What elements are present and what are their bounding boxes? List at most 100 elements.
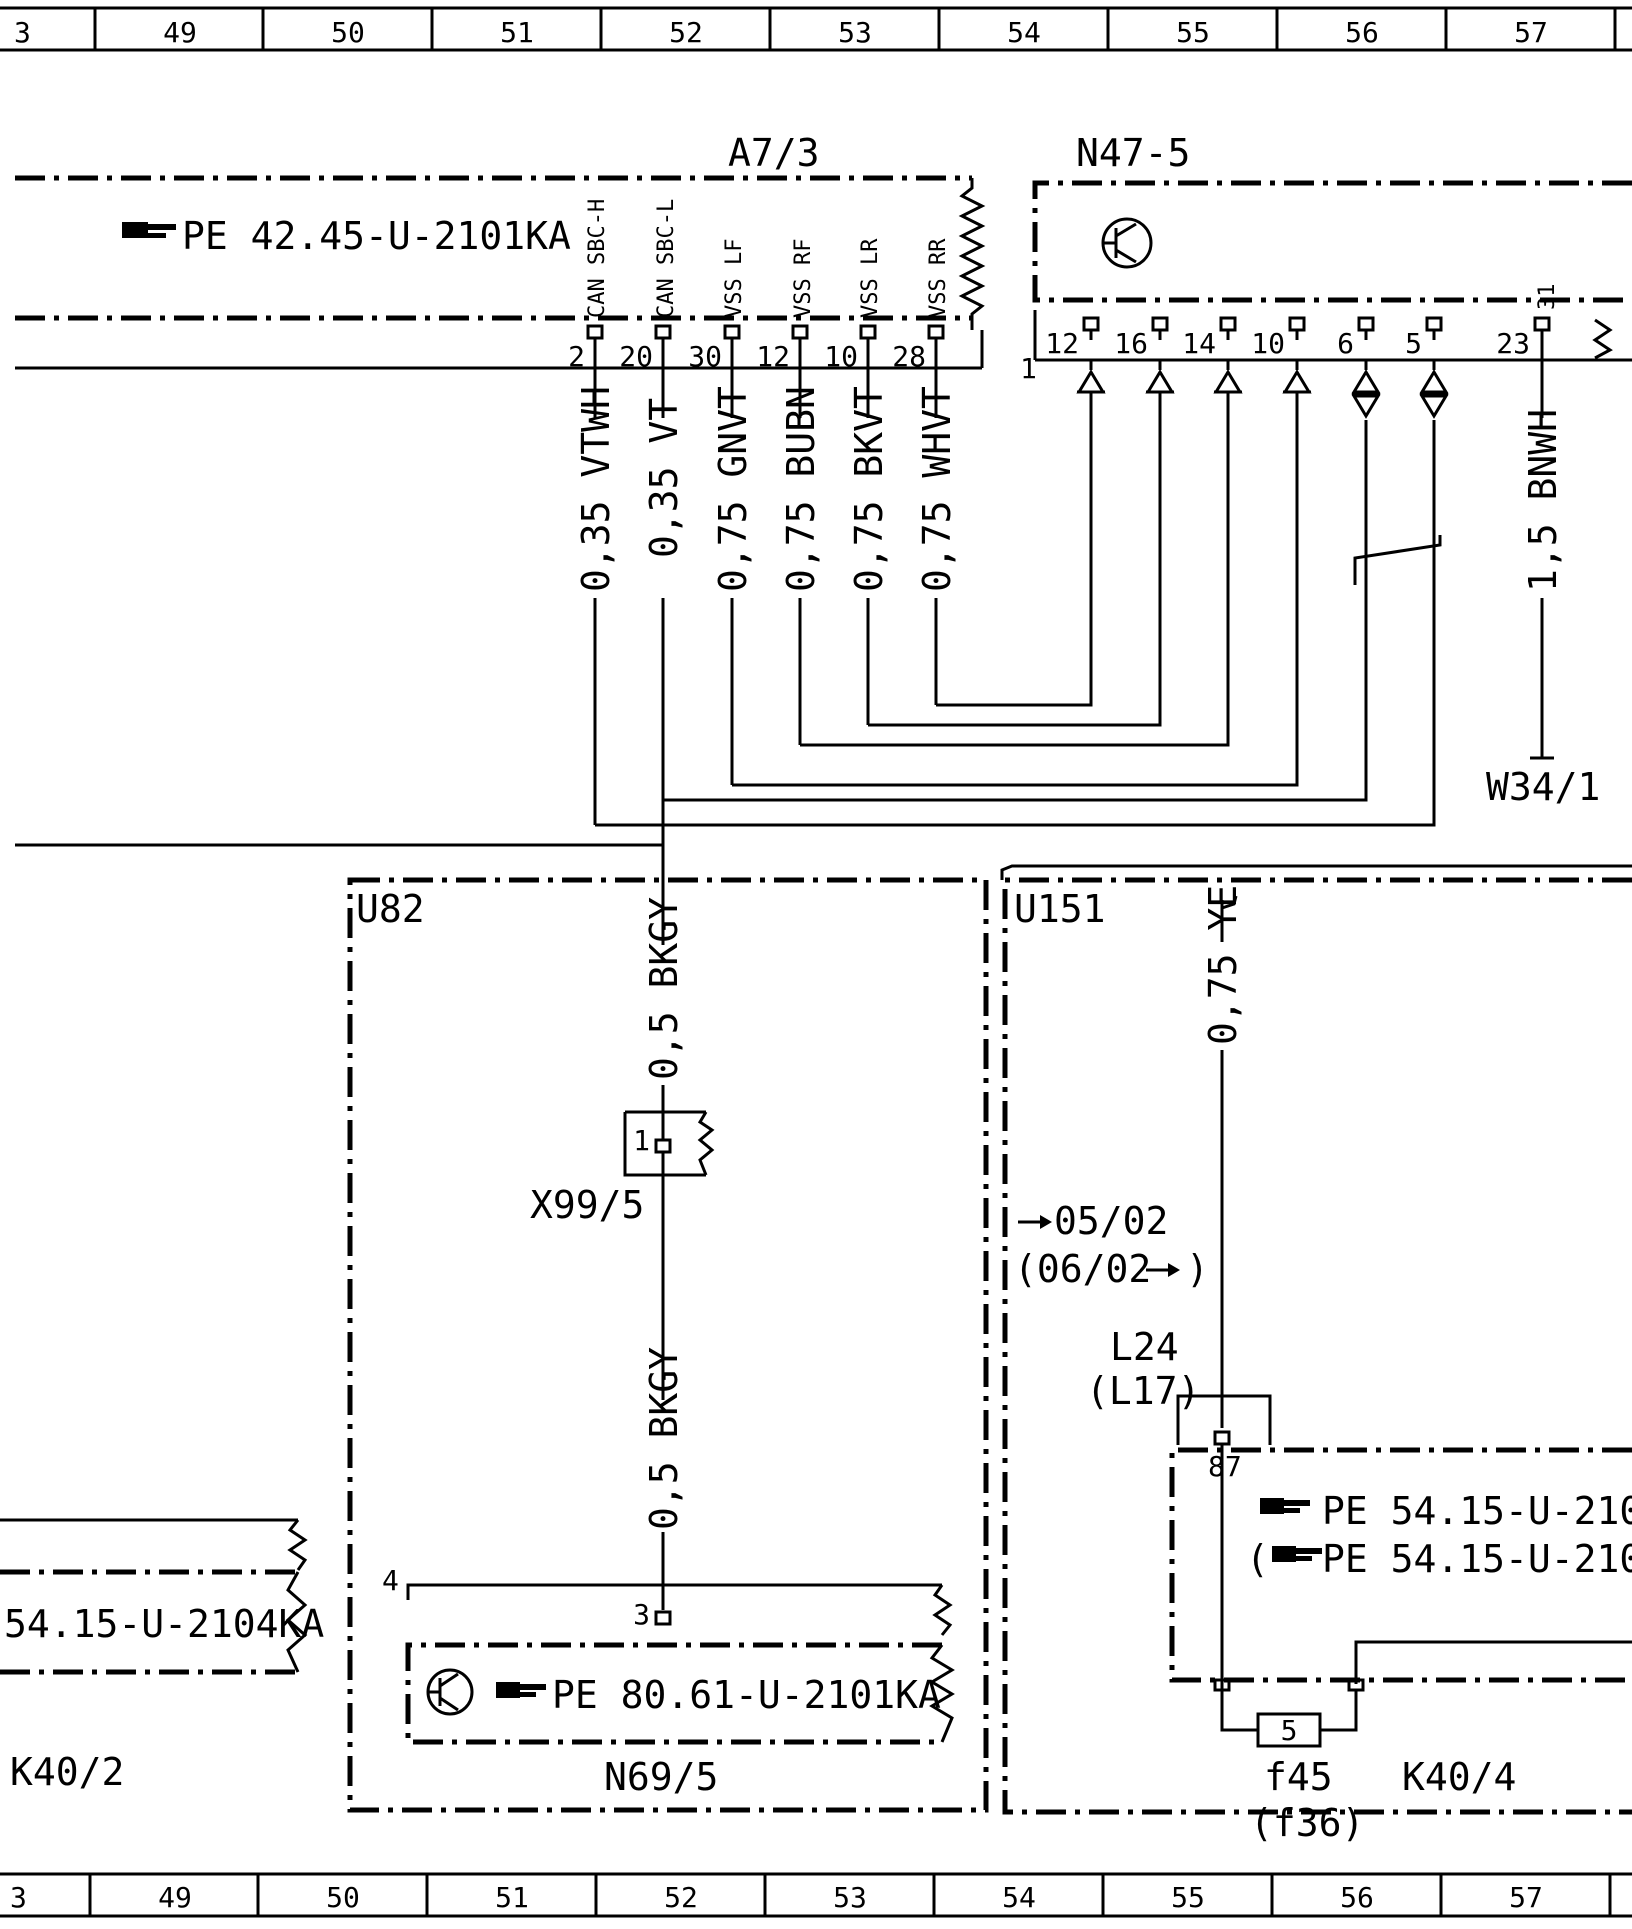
n47-5-break-mark bbox=[1592, 318, 1613, 360]
ruler-cell-49: 49 bbox=[158, 1881, 192, 1914]
a7-3-pin-2: 2 bbox=[568, 340, 585, 373]
a7-3-label: A7/3 bbox=[728, 131, 820, 175]
u151-label: U151 bbox=[1014, 887, 1106, 931]
ruler-cell-57: 57 bbox=[1509, 1881, 1543, 1914]
n69-5-control-unit: 4 3 PE 80.61-U-2101KA N69/5 bbox=[382, 1564, 955, 1799]
input-arrow-icons bbox=[1076, 360, 1312, 394]
ruler-cell-partial: 3 bbox=[14, 16, 31, 49]
n47-5-pin-14: 14 bbox=[1182, 327, 1216, 360]
ruler-cell-51: 51 bbox=[500, 16, 534, 49]
a7-3-pin-label-can-sbc-h: CAN SBC-H bbox=[585, 199, 610, 318]
n47-5-pin-10: 10 bbox=[1251, 327, 1285, 360]
pointing-hand-icon bbox=[1272, 1546, 1322, 1562]
x99-5-pin-1: 1 bbox=[633, 1124, 650, 1157]
a7-3-pin-10: 10 bbox=[824, 340, 858, 373]
a7-3-wires: 0,35 VTWH 0,35 VT 0,75 GNVT 0,75 BUBN 0,… bbox=[15, 348, 1442, 880]
k40-2-reference: 54.15-U-2104KA bbox=[4, 1602, 324, 1646]
n47-5-pin-6: 6 bbox=[1337, 327, 1354, 360]
a7-3-pin-label-can-sbc-l: CAN SBC-L bbox=[654, 199, 679, 318]
n69-5-pin-3: 3 bbox=[633, 1598, 650, 1631]
a7-3-reference: PE 42.45-U-2101KA bbox=[182, 214, 571, 258]
u151-zone: U151 0,75 YE 05/02 (06/02 ) L24 (L17) 87 bbox=[1000, 864, 1632, 1845]
wire-label-vt: 0,35 VT bbox=[642, 398, 686, 558]
x99-5-label: X99/5 bbox=[530, 1183, 644, 1227]
ruler-cell-55: 55 bbox=[1176, 16, 1210, 49]
ruler-cell-54: 54 bbox=[1002, 1881, 1036, 1914]
bottom-ruler: 3 49 50 51 52 53 54 55 56 57 bbox=[0, 1872, 1632, 1918]
n47-5-pin-31: 31 bbox=[1535, 284, 1560, 311]
wire-label-gnvt: 0,75 GNVT bbox=[711, 386, 755, 592]
n47-5-pin-16: 16 bbox=[1114, 327, 1148, 360]
pointing-hand-icon bbox=[1260, 1498, 1310, 1514]
wire-label-ye: 0,75 YE bbox=[1201, 885, 1245, 1045]
f45-fuse: 5 f45 (f36) bbox=[1220, 1690, 1364, 1845]
ruler-cell-52: 52 bbox=[664, 1881, 698, 1914]
top-ruler: 3 49 50 51 52 53 54 55 56 57 bbox=[0, 6, 1632, 52]
transistor-icon bbox=[1101, 217, 1153, 269]
f36-label: (f36) bbox=[1250, 1801, 1364, 1845]
a7-3-pin-28: 28 bbox=[892, 340, 926, 373]
u82-label: U82 bbox=[356, 887, 425, 931]
f45-label: f45 bbox=[1264, 1755, 1333, 1799]
a7-3-pin-12: 12 bbox=[756, 340, 790, 373]
a7-3-pin-label-vss-rr: VSS RR bbox=[926, 238, 951, 318]
f45-fuse-value: 5 bbox=[1281, 1714, 1298, 1747]
a7-3-break-mark bbox=[958, 178, 986, 330]
a7-3-pin-label-vss-lf: VSS LF bbox=[722, 239, 747, 318]
ruler-cell-54: 54 bbox=[1007, 16, 1041, 49]
k40-4-label: K40/4 bbox=[1402, 1755, 1516, 1799]
ruler-cell-57: 57 bbox=[1514, 16, 1548, 49]
n69-5-pin-outer-4: 4 bbox=[382, 1564, 399, 1597]
a7-3-pin-30: 30 bbox=[688, 340, 722, 373]
a7-3-control-unit: A7/3 PE 42.45-U-2101KA CAN SBC-H CAN SBC… bbox=[15, 131, 986, 373]
ruler-cell-56: 56 bbox=[1340, 1881, 1374, 1914]
n47-5-control-unit: N47-5 1 12 16 14 10 6 5 23 31 bbox=[1020, 131, 1632, 809]
ruler-cell-56: 56 bbox=[1345, 16, 1379, 49]
k40-2-label: K40/2 bbox=[10, 1750, 124, 1794]
validity-to: (06/02 bbox=[1014, 1247, 1151, 1291]
n47-5-pin-12: 12 bbox=[1045, 327, 1079, 360]
ruler-cell-partial: 3 bbox=[10, 1881, 27, 1914]
ruler-cell-52: 52 bbox=[669, 16, 703, 49]
wire-continuation-icon bbox=[1221, 895, 1238, 910]
n47-5-pin-23: 23 bbox=[1496, 327, 1530, 360]
validity-from: 05/02 bbox=[1054, 1199, 1168, 1243]
k40-4-pin-87: 87 bbox=[1208, 1450, 1242, 1483]
w34-1-label: W34/1 bbox=[1486, 765, 1600, 809]
k40-4-relay-module: 87 PE 54.15-U-210 ( PE 54.15-U-210 K40/4 bbox=[1169, 1430, 1632, 1799]
a7-3-pin-20: 20 bbox=[619, 340, 653, 373]
wire-label-bkgy-top: 0,5 BKGY bbox=[642, 897, 686, 1080]
validity-note: 05/02 (06/02 ) bbox=[1014, 1199, 1209, 1291]
ruler-cell-50: 50 bbox=[326, 1881, 360, 1914]
n47-5-connector-1: 1 bbox=[1020, 352, 1037, 385]
n47-5-label: N47-5 bbox=[1076, 131, 1190, 175]
ruler-cell-53: 53 bbox=[838, 16, 872, 49]
ruler-cell-50: 50 bbox=[331, 16, 365, 49]
wire-label-bubn: 0,75 BUBN bbox=[779, 386, 823, 592]
ruler-cell-51: 51 bbox=[495, 1881, 529, 1914]
validity-close: ) bbox=[1186, 1247, 1209, 1291]
a7-3-pin-label-vss-lr: VSS LR bbox=[858, 238, 883, 318]
n69-5-reference: PE 80.61-U-2101KA bbox=[552, 1673, 941, 1717]
wire-label-vtwh: 0,35 VTWH bbox=[574, 386, 618, 592]
ruler-cell-49: 49 bbox=[163, 16, 197, 49]
k40-2-relay-module: 54.15-U-2104KA K40/2 bbox=[0, 1518, 324, 1794]
x99-5-connector: 1 X99/5 bbox=[530, 1110, 715, 1227]
u82-zone: U82 0,5 BKGY 1 X99/5 0,5 BKGY 4 3 bbox=[347, 877, 989, 1813]
a7-3-pin-label-vss-rf: VSS RF bbox=[791, 239, 816, 318]
l17-label: (L17) bbox=[1086, 1369, 1200, 1413]
wire-label-bkvt: 0,75 BKVT bbox=[847, 386, 891, 592]
ruler-cell-55: 55 bbox=[1171, 1881, 1205, 1914]
wire-label-bnwh: 1,5 BNWH bbox=[1521, 409, 1565, 592]
ruler-cell-53: 53 bbox=[833, 1881, 867, 1914]
transistor-icon bbox=[426, 1668, 474, 1716]
l24-label: L24 bbox=[1110, 1325, 1179, 1369]
k40-4-reference-1: PE 54.15-U-210 bbox=[1322, 1489, 1632, 1533]
wire-label-bkgy-bottom: 0,5 BKGY bbox=[642, 1347, 686, 1530]
wire-label-whvt: 0,75 WHVT bbox=[915, 386, 959, 592]
k40-4-reference-prefix: ( bbox=[1246, 1537, 1269, 1581]
k40-4-reference-2: PE 54.15-U-210 bbox=[1322, 1537, 1632, 1581]
n69-5-label: N69/5 bbox=[604, 1755, 718, 1799]
